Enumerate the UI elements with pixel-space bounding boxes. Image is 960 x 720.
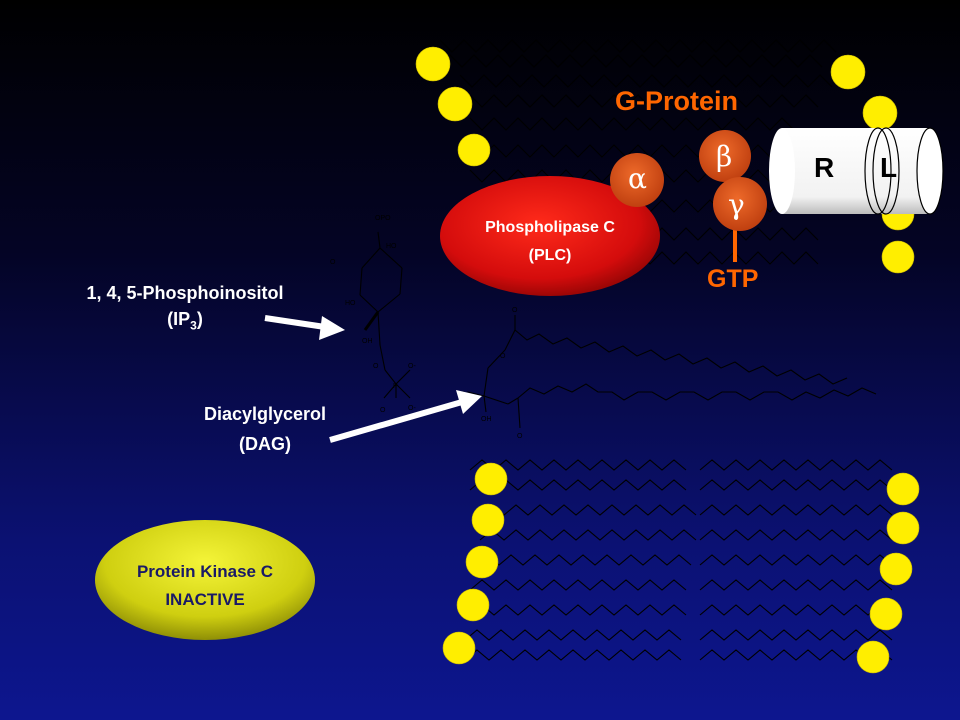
lower-membrane-tails xyxy=(464,459,893,661)
dag-label-line1: Diacylglycerol xyxy=(203,404,327,424)
lipid-head xyxy=(442,631,476,665)
lipid-head xyxy=(886,511,920,545)
lipid-head xyxy=(856,640,890,674)
dag-structure xyxy=(467,315,877,429)
ip3-label-line2: (IP3) xyxy=(30,306,340,339)
plc-label-line1: Phospholipase C xyxy=(485,219,615,236)
lipid-head xyxy=(862,95,898,131)
ip3-atom: O xyxy=(330,259,336,266)
dag-atom: O xyxy=(517,433,523,440)
lipid-head xyxy=(830,54,866,90)
lipid-head xyxy=(456,588,490,622)
phospholipase-c-ellipse xyxy=(440,176,660,296)
lipid-head xyxy=(879,552,913,586)
ip3-atom: HO xyxy=(345,300,356,307)
protein-kinase-c-ellipse xyxy=(95,520,315,640)
beta-symbol: β xyxy=(716,140,733,173)
alpha-symbol: α xyxy=(628,162,647,195)
dag-label-line2: (DAG) xyxy=(239,434,291,454)
dag-atom: OH xyxy=(481,416,492,423)
lipid-head xyxy=(869,597,903,631)
plc-label: Phospholipase C (PLC) xyxy=(440,214,660,270)
ip3-label-main: (IP xyxy=(167,309,191,329)
ip3-label: 1, 4, 5-Phosphoinositol (IP3) xyxy=(30,280,340,339)
dag-label: Diacylglycerol (DAG) xyxy=(150,399,380,459)
ip3-atom: O- xyxy=(408,405,416,412)
lower-membrane-heads xyxy=(442,462,920,674)
lipid-head xyxy=(474,462,508,496)
pkc-label: Protein Kinase C INACTIVE xyxy=(90,558,320,614)
dag-atom: O xyxy=(512,307,518,314)
ip3-structure xyxy=(359,231,411,399)
pkc-label-line2: INACTIVE xyxy=(165,590,245,609)
ip3-atom: O xyxy=(373,363,379,370)
gtp-label: GTP xyxy=(707,265,759,293)
ip3-label-line1: 1, 4, 5-Phosphoinositol xyxy=(86,283,284,303)
ip3-atom: O xyxy=(380,407,386,414)
ligand-label: L xyxy=(880,152,898,183)
plc-label-line2: (PLC) xyxy=(528,247,572,264)
pkc-label-line1: Protein Kinase C xyxy=(136,562,274,581)
lipid-head xyxy=(457,133,491,167)
ip3-label-end: ) xyxy=(196,309,203,329)
receptor-cylinder xyxy=(769,127,944,215)
lipid-head xyxy=(886,472,920,506)
receptor-label: R xyxy=(814,152,835,183)
lipid-head xyxy=(437,86,473,122)
ip3-atom: OH xyxy=(362,338,373,345)
ip3-arrow xyxy=(264,315,345,340)
lipid-head xyxy=(465,545,499,579)
dag-atom-labels: O O H OH O xyxy=(463,307,523,440)
alpha-subunit xyxy=(610,153,664,207)
lipid-head xyxy=(471,503,505,537)
lipid-head xyxy=(415,46,451,82)
gamma-subunit xyxy=(713,177,767,231)
ip3-atom: OPO xyxy=(375,215,391,222)
ip3-atom: P xyxy=(393,383,398,390)
gamma-symbol: γ xyxy=(728,188,745,221)
ip3-atom: O- xyxy=(408,363,416,370)
beta-subunit xyxy=(699,130,751,182)
dag-arrow xyxy=(329,390,482,443)
g-protein-label: G-Protein xyxy=(615,86,739,116)
ip3-atom: HO xyxy=(386,243,397,250)
lipid-head xyxy=(881,240,915,274)
ip3-label-subscript: 3 xyxy=(190,318,197,333)
upper-membrane-heads xyxy=(415,46,915,274)
ip3-atom-labels: OPO HO O HO OH O P O- O- O xyxy=(330,215,416,414)
dag-atom: O xyxy=(500,353,506,360)
